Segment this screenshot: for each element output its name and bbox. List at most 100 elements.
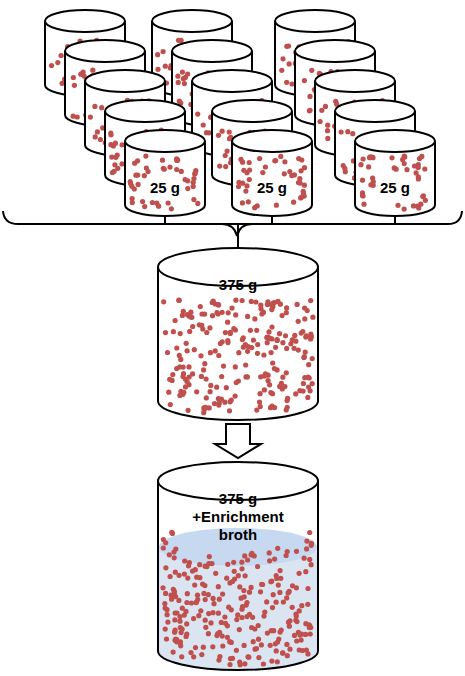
- sample-particle: [299, 157, 304, 162]
- sample-particle: [286, 590, 291, 595]
- sample-particle: [298, 195, 303, 200]
- sample-particle: [173, 318, 178, 323]
- sample-particle: [223, 164, 228, 169]
- sample-particle: [75, 114, 80, 119]
- sample-particle: [297, 608, 302, 613]
- sample-particle: [175, 74, 180, 79]
- sample-particle: [234, 617, 239, 622]
- sample-particle: [292, 333, 297, 338]
- sample-particle: [185, 591, 190, 596]
- sample-particle: [93, 134, 98, 139]
- sample-particle: [287, 624, 292, 629]
- merge-line: [165, 216, 238, 248]
- sample-particle: [264, 599, 269, 604]
- sample-particle: [308, 631, 313, 636]
- sample-particle: [206, 631, 211, 636]
- sample-particle: [261, 352, 266, 357]
- sample-particle: [183, 177, 188, 182]
- sample-particle: [252, 316, 257, 321]
- sample-particle: [188, 310, 193, 315]
- sample-particle: [225, 635, 230, 640]
- sample-particle: [287, 647, 292, 652]
- sample-particle: [325, 128, 330, 133]
- sample-particle: [217, 597, 222, 602]
- sample-particle: [239, 566, 244, 571]
- sample-particle: [216, 403, 221, 408]
- sample-particle: [230, 656, 235, 661]
- sample-particle: [210, 610, 215, 615]
- sample-particle: [178, 331, 183, 336]
- sample-particle: [308, 625, 313, 630]
- sample-particle: [197, 562, 202, 567]
- sample-particle: [165, 612, 170, 617]
- sample-particle: [270, 391, 275, 396]
- sample-particle: [309, 68, 314, 73]
- cylinder-rim: [335, 100, 415, 122]
- sample-particle: [201, 122, 206, 127]
- sample-particle: [258, 374, 263, 379]
- sample-particle: [302, 78, 307, 83]
- sample-particle: [162, 601, 167, 606]
- sample-particle: [195, 201, 200, 206]
- sample-particle: [245, 314, 250, 319]
- sample-particle: [277, 590, 282, 595]
- sample-particle: [287, 618, 292, 623]
- sample-particle: [248, 328, 253, 333]
- sample-particle: [255, 564, 260, 569]
- sample-particle: [154, 201, 159, 206]
- sample-particle: [251, 639, 256, 644]
- sample-particle: [284, 595, 289, 600]
- sample-particle: [274, 600, 279, 605]
- sample-particle: [234, 648, 239, 653]
- sample-particle: [275, 337, 280, 342]
- cylinder-shape: [232, 130, 312, 216]
- sample-particle: [421, 193, 426, 198]
- sample-particle: [180, 313, 185, 318]
- sample-particle: [111, 143, 116, 148]
- sample-particle: [165, 620, 170, 625]
- sample-particle: [204, 330, 209, 335]
- sample-particle: [237, 660, 242, 665]
- sample-particle: [233, 312, 238, 317]
- sample-particle: [339, 129, 344, 134]
- sample-particle: [213, 571, 218, 576]
- sample-particle: [258, 589, 263, 594]
- sample-particle: [196, 613, 201, 618]
- sample-particle: [191, 184, 196, 189]
- sample-particle: [275, 299, 280, 304]
- sample-particle: [203, 597, 208, 602]
- sample-particle: [174, 610, 179, 615]
- sample-particle: [241, 588, 246, 593]
- sample-particle: [195, 597, 200, 602]
- sample-particle: [402, 154, 407, 159]
- sample-particle: [247, 177, 252, 182]
- sample-particle: [239, 560, 244, 565]
- sample-cup: 25 g: [125, 130, 205, 216]
- sample-particle: [220, 592, 225, 597]
- sample-particle: [285, 653, 290, 658]
- sample-particle: [99, 105, 104, 110]
- sample-particle: [179, 38, 184, 43]
- sample-particle: [278, 154, 283, 159]
- sample-particle: [304, 539, 309, 544]
- sample-particle: [175, 158, 180, 163]
- sample-particle: [128, 179, 133, 184]
- sample-particle: [319, 108, 324, 113]
- sample-particle: [72, 83, 77, 88]
- sample-particle: [223, 330, 228, 335]
- cylinder-rim: [355, 130, 435, 152]
- sample-particle: [293, 391, 298, 396]
- sample-particle: [259, 642, 264, 647]
- sample-particle: [226, 310, 231, 315]
- sample-particle: [305, 395, 310, 400]
- sample-particle: [193, 168, 198, 173]
- weight-label: 375 g: [219, 276, 257, 294]
- sample-particle: [142, 204, 147, 209]
- sample-particle: [282, 171, 287, 176]
- sample-particle: [251, 338, 256, 343]
- sample-particle: [191, 176, 196, 181]
- sample-particle: [269, 324, 274, 329]
- sample-particle: [260, 170, 265, 175]
- sample-particle: [333, 99, 338, 104]
- pooled-container: 375 g: [158, 248, 318, 420]
